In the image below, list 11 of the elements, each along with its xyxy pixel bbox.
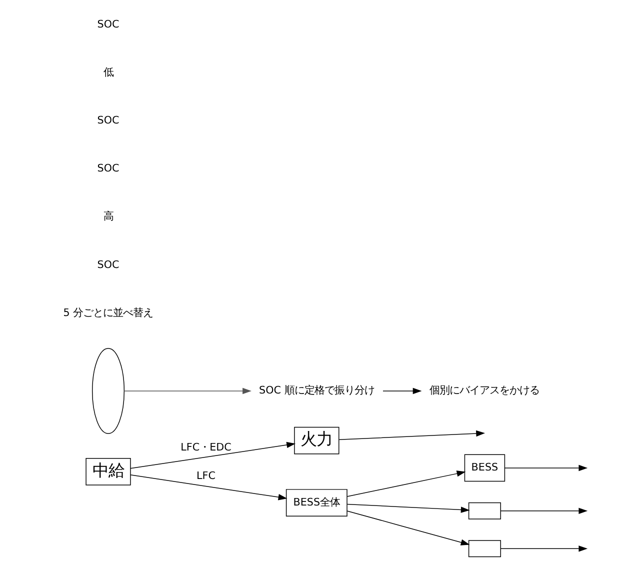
label: SOC xyxy=(97,162,120,175)
label: SOC xyxy=(97,258,120,271)
label: SOC xyxy=(97,18,120,30)
label: 5 分ごとに並べ替え xyxy=(63,306,154,319)
label: 高 xyxy=(103,210,114,223)
node-text: SOC 順に定格で振り分け xyxy=(259,384,374,397)
edge-label: LFC・EDC xyxy=(180,441,232,454)
edge-label: LFC xyxy=(196,470,216,482)
label: 低 xyxy=(103,66,114,78)
label: SOC xyxy=(97,114,120,126)
node-text: 個別にバイアスをかける xyxy=(430,384,540,397)
